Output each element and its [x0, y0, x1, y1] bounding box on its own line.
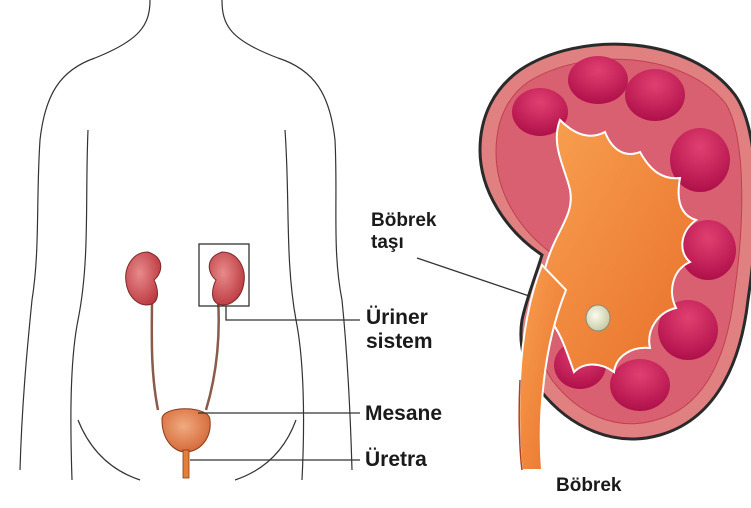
kidney-stone [586, 305, 610, 331]
kidney-stone-label: Böbrek taşı [371, 210, 436, 254]
kidney-stone-label-line2: taşı [371, 232, 436, 254]
kidney-label: Böbrek [556, 475, 621, 497]
urethra-label: Üretra [365, 448, 427, 472]
urinary-system-label-line2: sistem [366, 330, 433, 354]
left-kidney [126, 252, 161, 305]
bladder-label: Mesane [365, 402, 442, 426]
urinary-system [126, 244, 249, 478]
urinary-system-label-line1: Üriner [366, 306, 433, 330]
right-kidney [209, 252, 244, 305]
urinary-system-label: Üriner sistem [366, 306, 433, 354]
kidney-stone-label-line1: Böbrek [371, 210, 436, 232]
urethra [183, 450, 189, 478]
body-outline [20, 0, 352, 480]
kidney-cross-section [480, 44, 751, 470]
bladder [162, 409, 210, 452]
